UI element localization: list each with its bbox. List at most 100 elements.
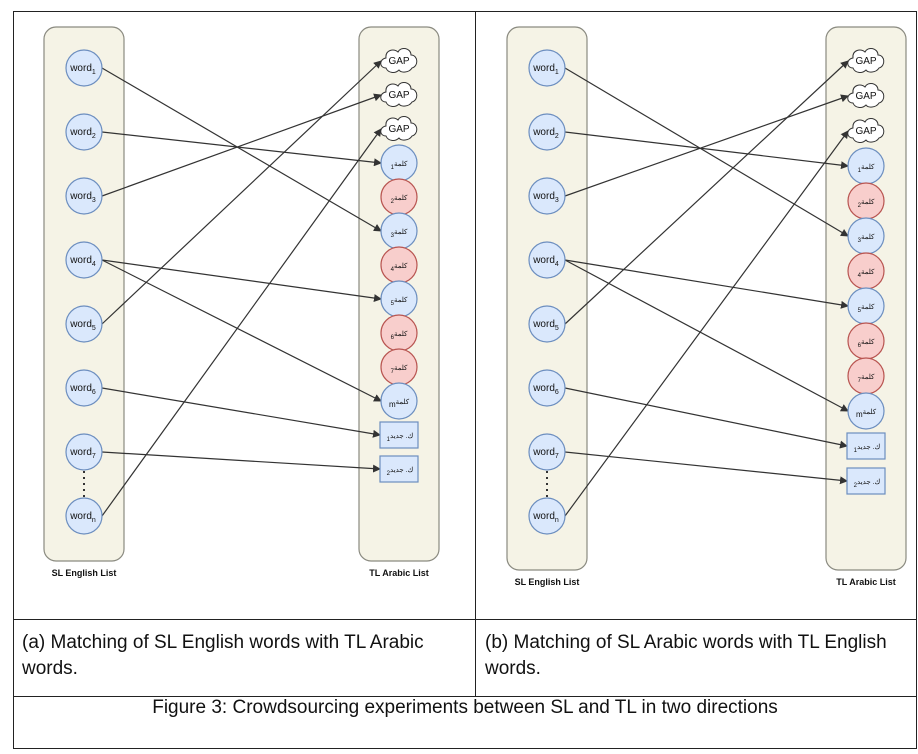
match-arrow	[564, 259, 849, 309]
tl-word-label: 7كلمة	[391, 364, 408, 375]
tl-list-label: TL Arabic List	[836, 577, 896, 587]
sl-word-node[interactable]: word5	[65, 305, 103, 343]
sl-word-node[interactable]: word3	[65, 177, 103, 215]
sl-word-node[interactable]: word2	[65, 113, 103, 151]
match-arrow	[101, 451, 381, 473]
sl-word-label: word5	[69, 319, 96, 332]
new-word-label: 1ك. جديد	[854, 443, 881, 454]
sl-word-label: word6	[532, 383, 559, 396]
sl-word-node[interactable]: word7	[528, 433, 566, 471]
match-arrow	[564, 451, 848, 485]
gap-cloud-node[interactable]: GAP	[380, 81, 418, 107]
gap-cloud-node[interactable]: GAP	[380, 115, 418, 141]
sl-word-node[interactable]: word4	[65, 241, 103, 279]
gap-label: GAP	[388, 124, 409, 135]
tl-word-node-unmatched[interactable]: 4كلمة	[380, 246, 418, 284]
sl-word-node[interactable]: word6	[65, 369, 103, 407]
match-arrow	[101, 128, 382, 517]
gap-cloud-node[interactable]: GAP	[380, 47, 418, 73]
match-arrow	[564, 67, 849, 237]
sl-word-node[interactable]: word1	[65, 49, 103, 87]
tl-word-label: 2كلمة	[858, 198, 875, 209]
tl-word-label: 5كلمة	[391, 296, 408, 307]
panel-divider	[475, 11, 476, 697]
tl-word-node-unmatched[interactable]: 7كلمة	[380, 348, 418, 386]
tl-word-label: 4كلمة	[391, 262, 408, 273]
panel-a-caption: (a) Matching of SL English words with TL…	[22, 632, 424, 679]
sl-word-label: word3	[69, 191, 96, 204]
match-arrow	[101, 67, 382, 232]
new-word-node[interactable]: 2ك. جديد	[379, 455, 419, 483]
match-arrow	[101, 259, 382, 402]
tl-word-label: 3كلمة	[858, 233, 875, 244]
tl-word-node[interactable]: 5كلمة	[380, 280, 418, 318]
sl-word-label: wordn	[532, 511, 559, 524]
sl-word-label: word2	[532, 127, 559, 140]
new-word-node[interactable]: 2ك. جديد	[846, 467, 886, 495]
gap-label: GAP	[388, 56, 409, 67]
tl-word-label: 7كلمة	[858, 373, 875, 384]
gap-label: GAP	[855, 56, 876, 67]
figure-caption: Figure 3: Crowdsourcing experiments betw…	[152, 697, 778, 718]
tl-word-node-unmatched[interactable]: 2كلمة	[847, 182, 885, 220]
match-arrow	[101, 387, 381, 438]
sl-word-label: word3	[532, 191, 559, 204]
new-word-node[interactable]: 1ك. جديد	[846, 432, 886, 460]
match-arrow	[564, 130, 849, 517]
sl-word-node[interactable]: wordn	[65, 497, 103, 535]
sl-word-node[interactable]: word2	[528, 113, 566, 151]
tl-word-node-unmatched[interactable]: 6كلمة	[847, 322, 885, 360]
sl-word-label: word4	[69, 255, 96, 268]
new-word-label: 1ك. جديد	[387, 432, 414, 443]
tl-word-node-unmatched[interactable]: 4كلمة	[847, 252, 885, 290]
new-word-node[interactable]: 1ك. جديد	[379, 421, 419, 449]
tl-word-label: mكلمة	[856, 408, 877, 419]
tl-word-node[interactable]: mكلمة	[380, 382, 418, 420]
tl-list-label: TL Arabic List	[369, 568, 429, 578]
sl-word-node[interactable]: word4	[528, 241, 566, 279]
tl-word-node[interactable]: 5كلمة	[847, 287, 885, 325]
tl-word-node[interactable]: 3كلمة	[847, 217, 885, 255]
sl-word-label: word4	[532, 255, 559, 268]
tl-word-label: 1كلمة	[858, 163, 875, 174]
tl-word-label: 6كلمة	[858, 338, 875, 349]
gap-cloud-node[interactable]: GAP	[847, 117, 885, 143]
tl-word-node-unmatched[interactable]: 7كلمة	[847, 357, 885, 395]
gap-cloud-node[interactable]: GAP	[847, 82, 885, 108]
tl-word-node[interactable]: 1كلمة	[847, 147, 885, 185]
gap-label: GAP	[855, 126, 876, 137]
new-word-label: 2ك. جديد	[387, 466, 414, 477]
sl-word-node[interactable]: wordn	[528, 497, 566, 535]
sl-word-node[interactable]: word7	[65, 433, 103, 471]
gap-label: GAP	[388, 90, 409, 101]
sl-word-label: word7	[69, 447, 96, 460]
gap-label: GAP	[855, 91, 876, 102]
match-arrow	[101, 259, 382, 302]
sl-word-node[interactable]: word1	[528, 49, 566, 87]
tl-word-label: 1كلمة	[391, 160, 408, 171]
sl-list-label: SL English List	[52, 568, 117, 578]
match-arrow	[564, 60, 849, 325]
match-arrow	[564, 259, 849, 412]
sl-word-label: word1	[532, 63, 559, 76]
tl-word-label: 4كلمة	[858, 268, 875, 279]
match-arrow	[101, 93, 382, 197]
figure-frame	[13, 11, 917, 749]
gap-cloud-node[interactable]: GAP	[847, 47, 885, 73]
sl-list-label: SL English List	[515, 577, 580, 587]
tl-word-label: 3كلمة	[391, 228, 408, 239]
sl-word-node[interactable]: word6	[528, 369, 566, 407]
panel-b-caption: (b) Matching of SL Arabic words with TL …	[485, 632, 887, 679]
sl-word-node[interactable]: word5	[528, 305, 566, 343]
tl-word-label: 2كلمة	[391, 194, 408, 205]
tl-word-label: 5كلمة	[858, 303, 875, 314]
match-arrow	[564, 131, 849, 170]
sl-word-node[interactable]: word3	[528, 177, 566, 215]
sl-list-container	[506, 26, 588, 571]
figure-caption-divider	[13, 696, 917, 697]
tl-word-label: mكلمة	[389, 398, 410, 409]
tl-word-node[interactable]: mكلمة	[847, 392, 885, 430]
caption-divider	[13, 619, 917, 620]
match-arrow	[564, 387, 848, 449]
match-arrow	[564, 94, 849, 197]
